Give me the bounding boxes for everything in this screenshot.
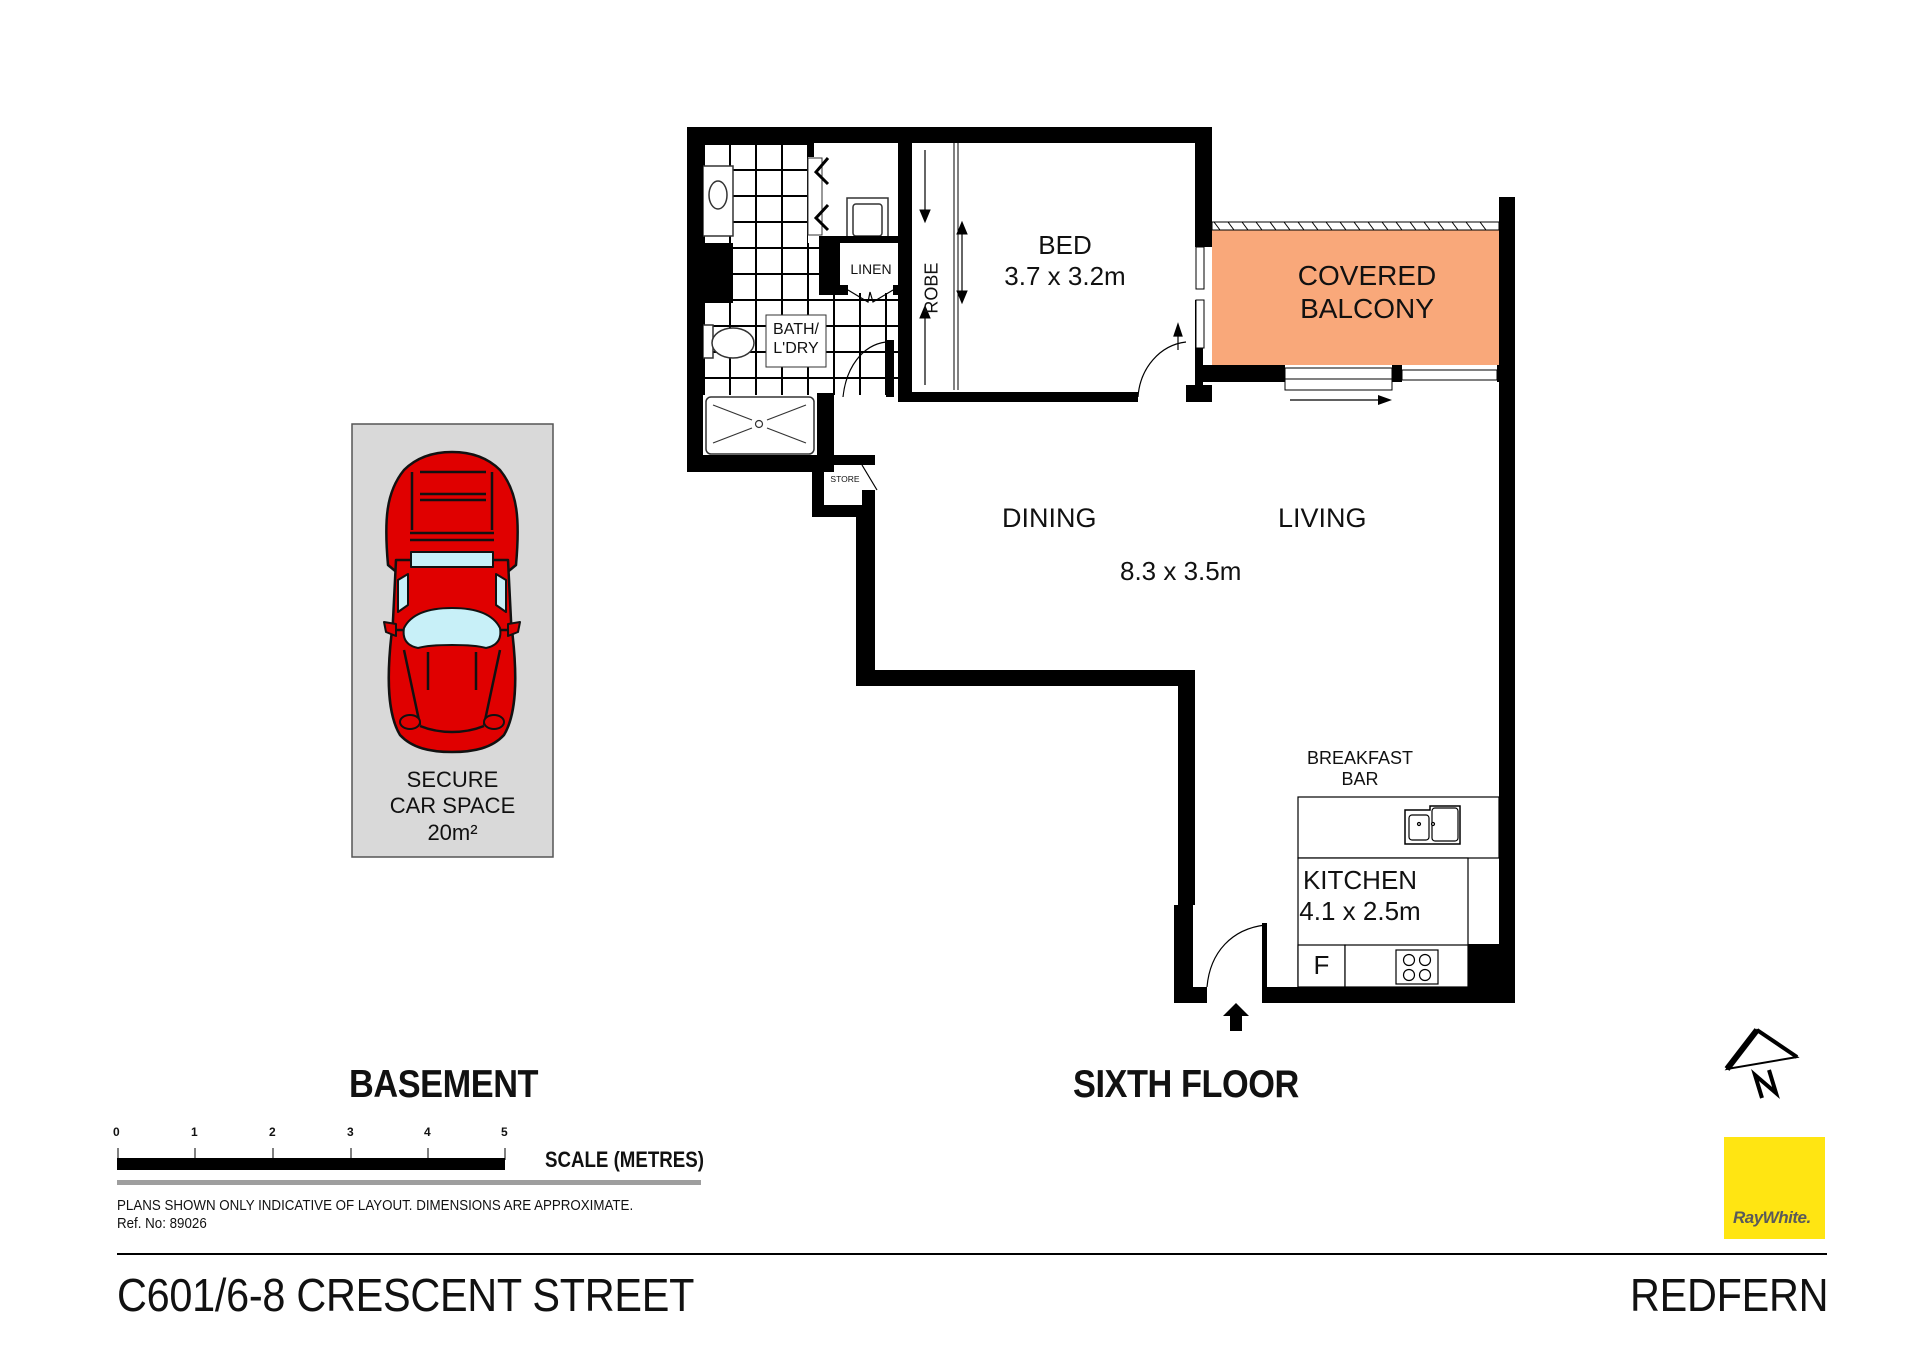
cooktop-icon	[1395, 949, 1439, 985]
bed-label: BED 3.7 x 3.2m	[1004, 230, 1126, 291]
sixth-floor-label: SIXTH FLOOR	[1073, 1063, 1299, 1106]
shower-icon	[705, 396, 815, 455]
property-address: C601/6-8 CRESCENT STREET	[117, 1269, 695, 1321]
kitchen-label: KITCHEN 4.1 x 2.5m	[1299, 865, 1421, 926]
breakfast-bar-label: BREAKFAST BAR	[1306, 748, 1414, 790]
dining-label: DINING	[1002, 503, 1097, 533]
store-label: STORE	[830, 474, 860, 484]
scale-tick-3: 3	[347, 1125, 354, 1139]
balcony-sliding-door	[1284, 367, 1498, 405]
scale-tick-0: 0	[113, 1125, 120, 1139]
scale-tick-5: 5	[501, 1125, 508, 1139]
robe-sliding-doors	[919, 143, 968, 390]
walls	[687, 127, 1515, 1003]
property-suburb: REDFERN	[1630, 1269, 1829, 1321]
fridge-label: F	[1313, 950, 1330, 980]
scale-tick-2: 2	[269, 1125, 276, 1139]
toilet-icon	[702, 324, 755, 359]
car-space-label: SECURE CAR SPACE 20m²	[389, 767, 516, 845]
raywhite-logo-text: RayWhite.	[1733, 1208, 1811, 1227]
entry-arrow-icon	[1223, 1003, 1249, 1031]
basement-floor-label: BASEMENT	[349, 1063, 539, 1106]
kitchen-joinery	[1297, 796, 1500, 988]
car-icon	[383, 450, 521, 754]
robe-label: ROBE	[921, 262, 942, 314]
basin-icon	[702, 165, 734, 237]
bath-laundry-label: BATH/ L'DRY	[773, 321, 819, 357]
balcony-area	[1211, 221, 1500, 365]
laundry-tub-icon	[846, 197, 889, 243]
scale-label: SCALE (METRES)	[545, 1147, 704, 1172]
living-dining-size-label: 8.3 x 3.5m	[1120, 556, 1242, 586]
footer-rule	[117, 1253, 1827, 1255]
disclaimer-text: PLANS SHOWN ONLY INDICATIVE OF LAYOUT. D…	[117, 1198, 634, 1233]
scale-tick-1: 1	[191, 1125, 198, 1139]
kitchen-sink-icon	[1404, 805, 1461, 845]
scale-tick-4: 4	[424, 1125, 431, 1139]
raywhite-logo: RayWhite.	[1724, 1137, 1825, 1239]
covered-balcony-label: COVERED BALCONY	[1297, 260, 1437, 325]
door-swings	[842, 289, 1266, 988]
north-arrow-icon	[1724, 1028, 1800, 1099]
car-space	[351, 423, 554, 858]
living-label: LIVING	[1278, 503, 1367, 533]
scale-bar	[117, 1148, 701, 1185]
linen-label: LINEN	[850, 261, 892, 277]
